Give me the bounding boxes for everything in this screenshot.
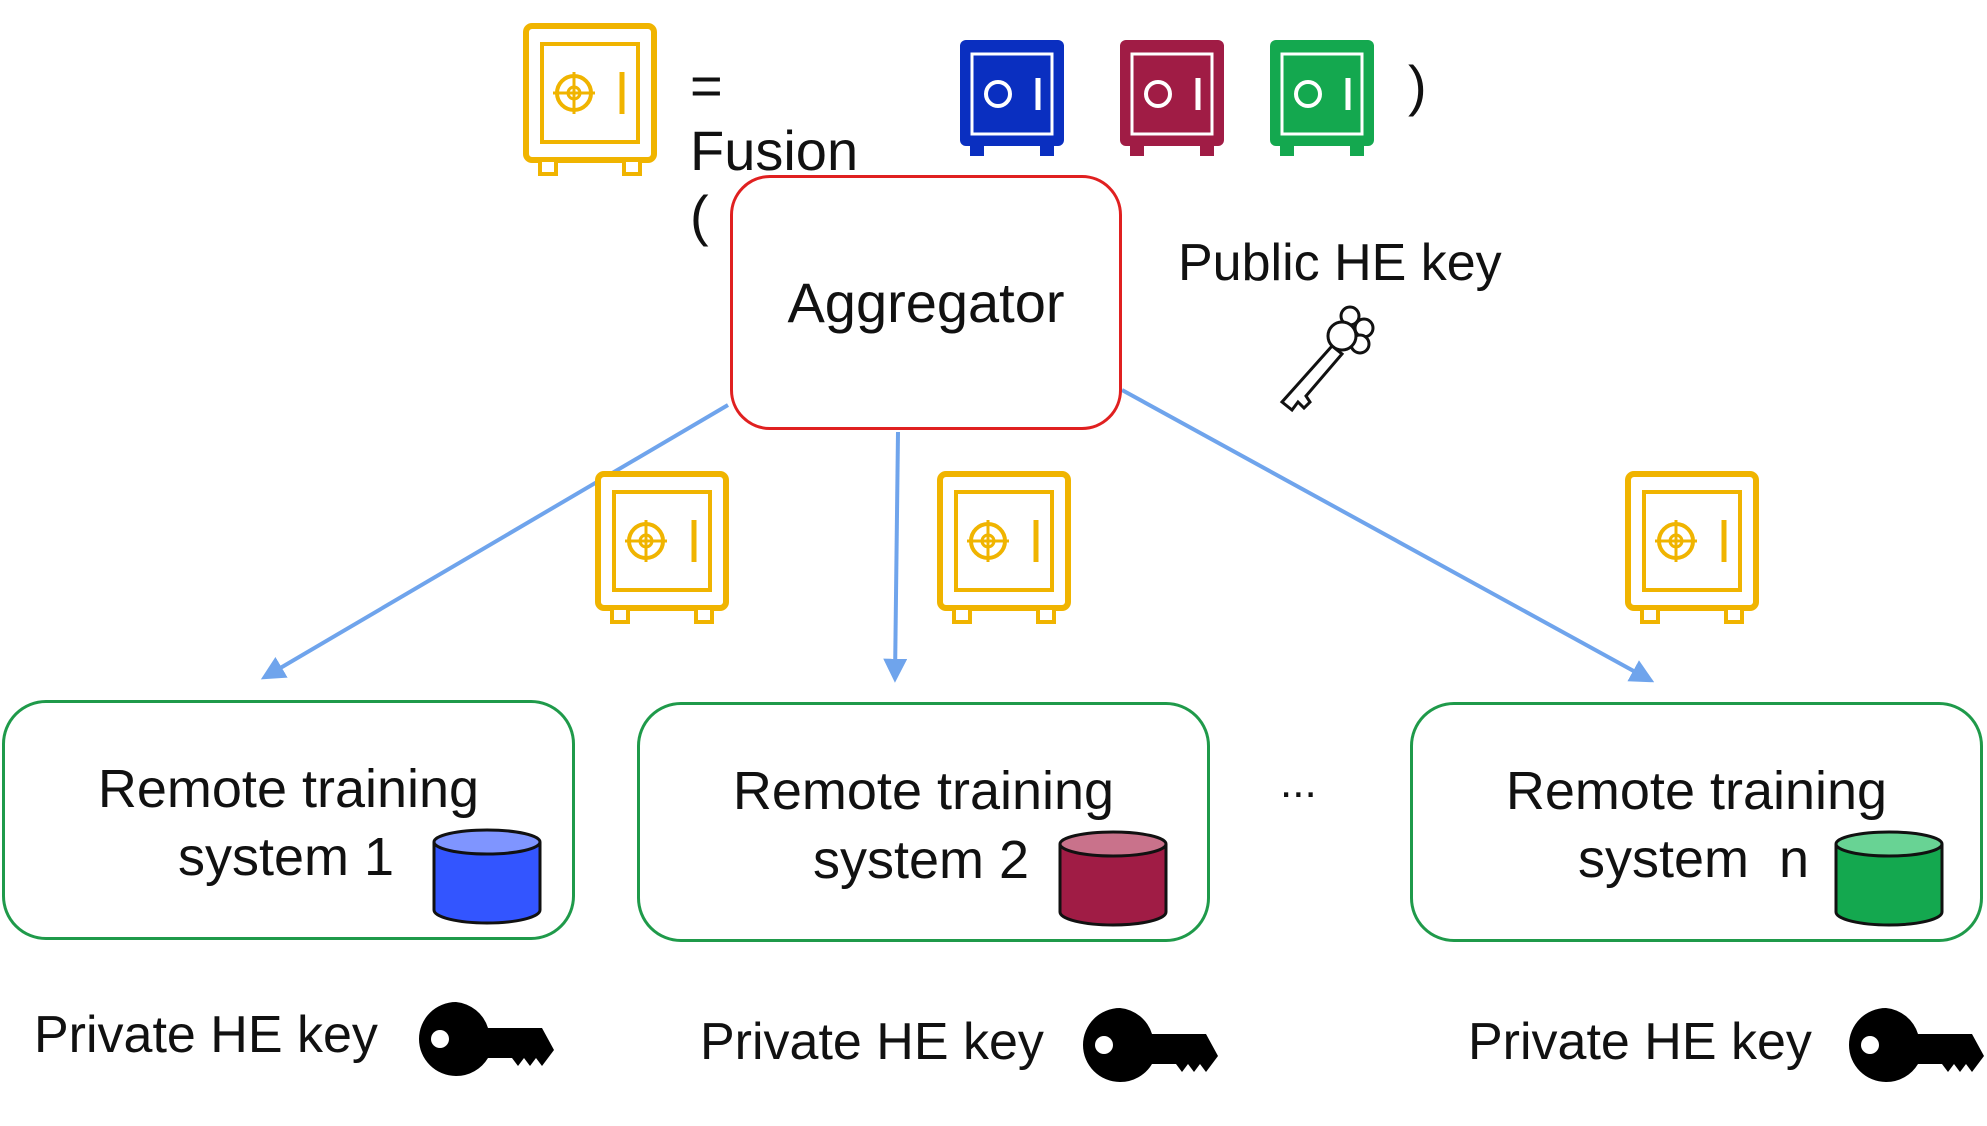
- database-icon: [1834, 830, 1944, 927]
- arrow-to-system-1: [260, 403, 730, 680]
- private-key-n-label: Private HE key: [1468, 1013, 1812, 1071]
- encrypted-model-safe-icon: [595, 471, 729, 624]
- remote-system-2-name: system 2: [813, 830, 1030, 890]
- fusion-label: = Fusion (: [690, 54, 859, 247]
- public-key-icon: [1279, 305, 1375, 413]
- database-icon: [432, 828, 542, 925]
- arrow-to-system-n: [1121, 388, 1655, 683]
- green-safe-icon: [1270, 40, 1374, 156]
- private-key-2-label: Private HE key: [700, 1013, 1044, 1071]
- private-key-icon: [419, 1002, 554, 1077]
- ellipsis: ...: [1280, 758, 1317, 807]
- remote-system-2-title: Remote training: [732, 761, 1115, 821]
- arrow-to-system-2: [883, 431, 908, 683]
- encrypted-model-safe-icon: [937, 471, 1071, 624]
- private-key-1-label: Private HE key: [34, 1006, 378, 1064]
- aggregator-label: Aggregator: [787, 271, 1065, 334]
- remote-system-1-name: system 1: [178, 827, 395, 887]
- remote-system-2-box: [637, 702, 1210, 942]
- red-safe-icon: [1120, 40, 1224, 156]
- remote-system-1-title: Remote training: [97, 759, 480, 819]
- remote-system-n-name: system n: [1578, 829, 1810, 889]
- aggregator-box: [730, 175, 1122, 430]
- private-key-icon: [1849, 1008, 1984, 1083]
- public-key-label: Public HE key: [1178, 234, 1502, 292]
- remote-system-n-title: Remote training: [1505, 761, 1888, 821]
- fusion-close-paren: ): [1408, 54, 1427, 117]
- database-icon: [1058, 830, 1168, 927]
- private-key-icon: [1083, 1008, 1218, 1083]
- encrypted-model-safe-icon: [1625, 471, 1759, 624]
- fused-safe-icon: [523, 23, 657, 176]
- blue-safe-icon: [960, 40, 1064, 156]
